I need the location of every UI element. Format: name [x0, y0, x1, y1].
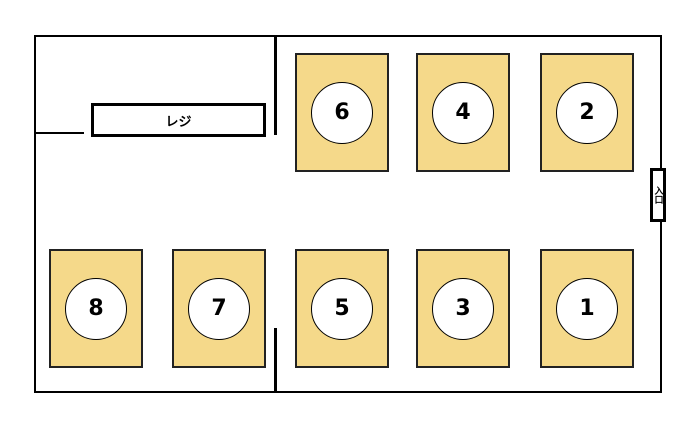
entrance-label: 入口: [652, 186, 663, 204]
entrance: 入口: [650, 168, 666, 222]
register-counter: レジ: [91, 103, 266, 137]
table-7[interactable]: 7: [172, 249, 266, 368]
table-number: 7: [188, 277, 250, 340]
partition-wall-lower: [274, 328, 277, 393]
register-label: レジ: [165, 114, 192, 130]
table-3[interactable]: 3: [416, 249, 510, 368]
table-number: 5: [311, 277, 373, 340]
table-number: 2: [556, 81, 618, 144]
table-8[interactable]: 8: [49, 249, 143, 368]
table-number: 8: [65, 277, 127, 340]
table-5[interactable]: 5: [295, 249, 389, 368]
table-6[interactable]: 6: [295, 53, 389, 172]
table-number: 3: [432, 277, 494, 340]
table-2[interactable]: 2: [540, 53, 634, 172]
table-number: 1: [556, 277, 618, 340]
table-1[interactable]: 1: [540, 249, 634, 368]
partition-wall-upper: [274, 35, 277, 135]
table-number: 6: [311, 81, 373, 144]
table-4[interactable]: 4: [416, 53, 510, 172]
table-number: 4: [432, 81, 494, 144]
counter-wall: [34, 132, 84, 134]
